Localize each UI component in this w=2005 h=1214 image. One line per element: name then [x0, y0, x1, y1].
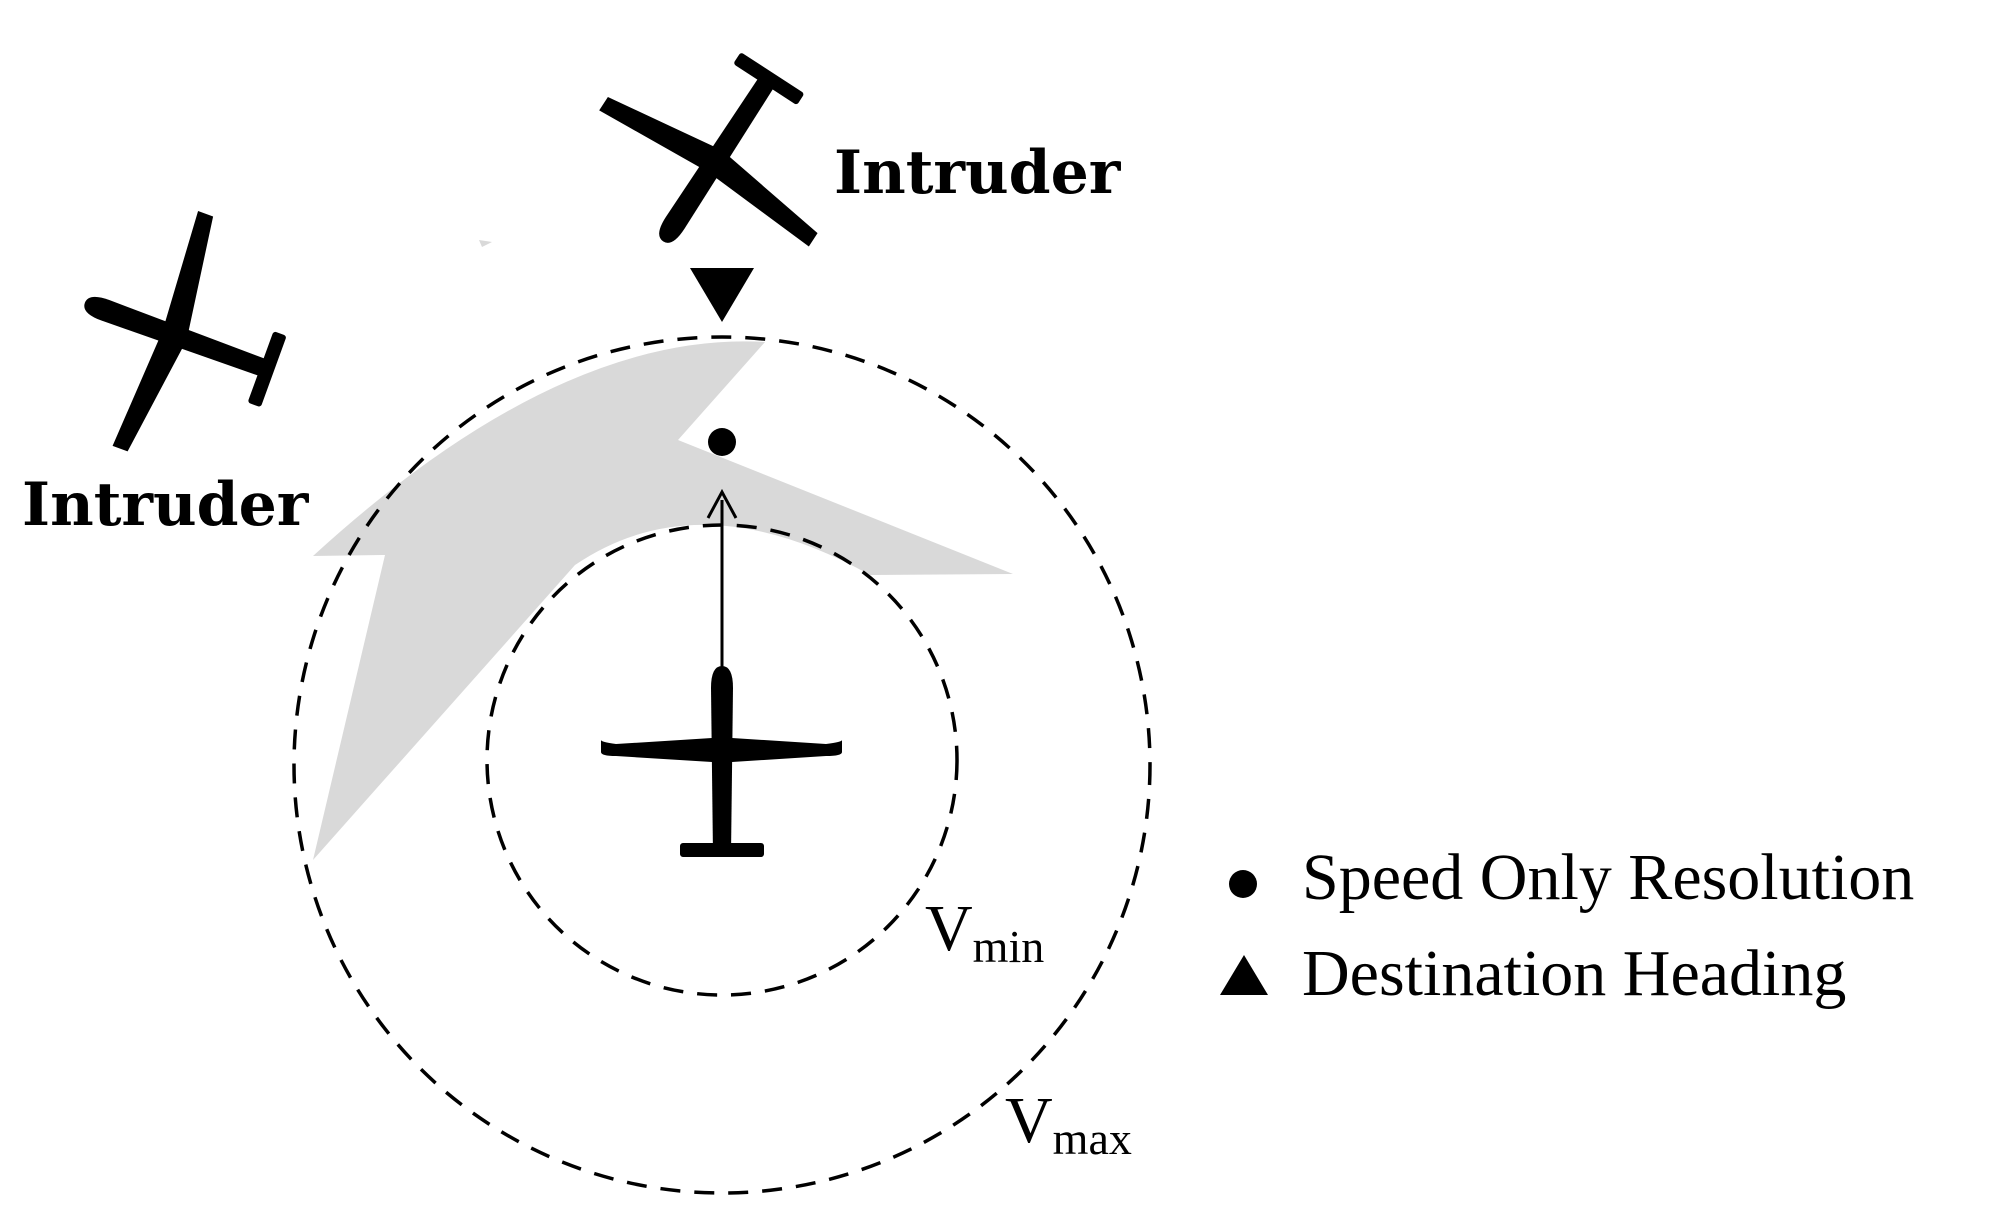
legend-dot-icon — [1229, 870, 1257, 898]
region-fragment — [479, 240, 492, 247]
legend-triangle-up-icon — [1220, 955, 1268, 995]
legend-destination-heading: Destination Heading — [1302, 937, 1846, 1010]
destination-heading-marker — [690, 268, 754, 322]
speed-only-resolution-dot — [708, 428, 736, 456]
vmax-circle — [292, 335, 1152, 1195]
legend-speed-only-resolution: Speed Only Resolution — [1302, 841, 1914, 914]
intruder-left-label: Intruder — [22, 470, 310, 540]
velocity-arrowhead — [706, 488, 738, 519]
intruder-aircraft-left-icon — [84, 211, 286, 452]
vmax-label: Vmax — [1005, 1084, 1132, 1164]
ownship-aircraft-icon — [601, 666, 842, 857]
intruder-top-label: Intruder — [834, 138, 1122, 208]
forbidden-region — [313, 341, 1013, 860]
vmin-label: Vmin — [925, 892, 1044, 972]
vmax-subscript: max — [1053, 1113, 1132, 1164]
vmin-subscript: min — [973, 921, 1045, 972]
vmin-v: V — [925, 892, 973, 965]
intruder-aircraft-top-icon — [599, 53, 818, 247]
vmax-v: V — [1005, 1084, 1053, 1157]
legend: Speed Only Resolution Destination Headin… — [1220, 841, 1914, 1010]
